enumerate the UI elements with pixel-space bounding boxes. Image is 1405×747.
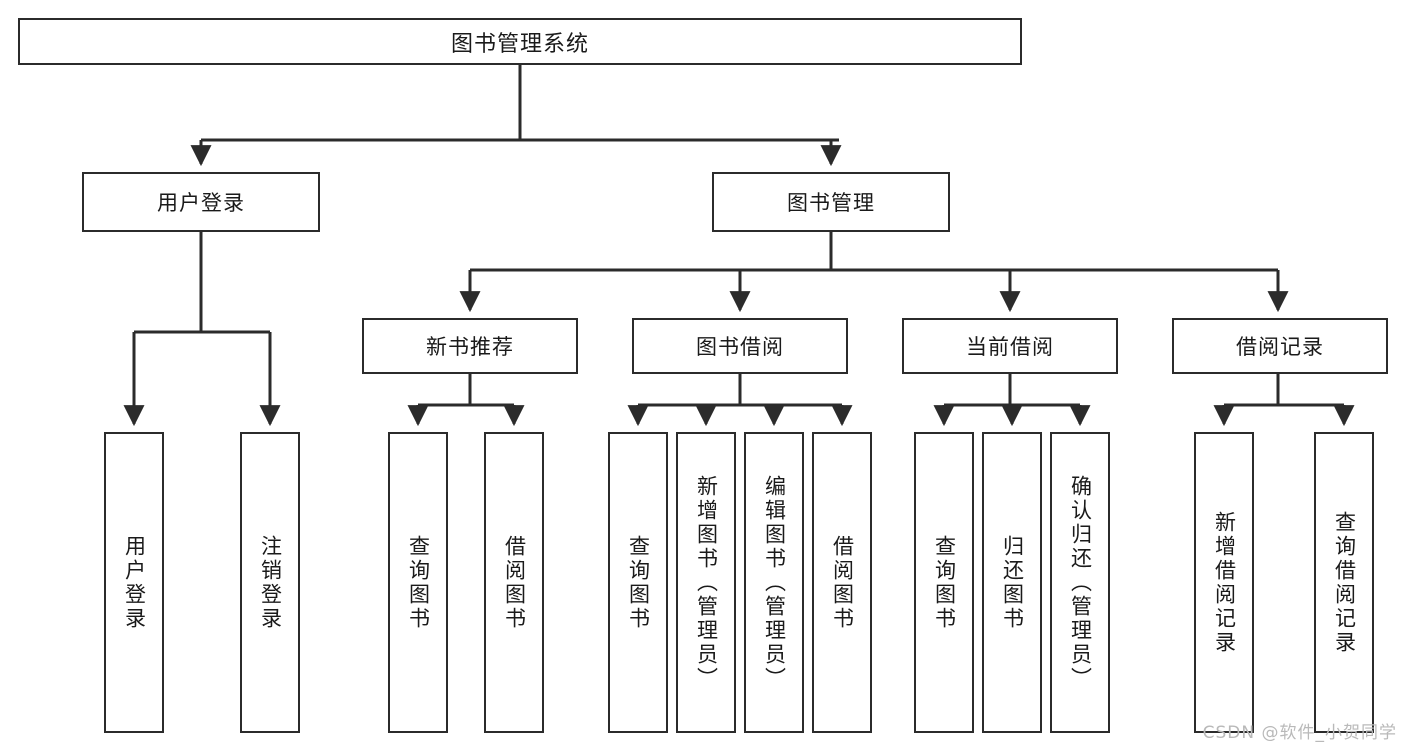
- node-book-management[interactable]: 图书管理: [712, 172, 950, 232]
- node-book-borrow[interactable]: 图书借阅: [632, 318, 848, 374]
- leaf-borrow-book-nb[interactable]: 借阅图书: [484, 432, 544, 733]
- leaf-query-book-bw-label: 查询图书: [626, 534, 651, 631]
- node-root[interactable]: 图书管理系统: [18, 18, 1022, 65]
- node-user-login-label: 用户登录: [157, 191, 245, 215]
- leaf-confirm-return-admin[interactable]: 确认归还（管理员）: [1050, 432, 1110, 733]
- leaf-edit-book-admin-label: 编辑图书（管理员）: [762, 474, 787, 691]
- leaf-logout[interactable]: 注销登录: [240, 432, 300, 733]
- leaf-return-book[interactable]: 归还图书: [982, 432, 1042, 733]
- node-new-book-recommend-label: 新书推荐: [426, 335, 514, 359]
- leaf-query-book-nb[interactable]: 查询图书: [388, 432, 448, 733]
- leaf-query-borrow-record-label: 查询借阅记录: [1332, 510, 1357, 655]
- leaf-add-borrow-record[interactable]: 新增借阅记录: [1194, 432, 1254, 733]
- leaf-borrow-book-bw-label: 借阅图书: [830, 534, 855, 631]
- node-user-login[interactable]: 用户登录: [82, 172, 320, 232]
- leaf-borrow-book-nb-label: 借阅图书: [502, 534, 527, 631]
- leaf-query-borrow-record[interactable]: 查询借阅记录: [1314, 432, 1374, 733]
- watermark: CSDN @软件_小贺同学: [1202, 723, 1397, 743]
- node-new-book-recommend[interactable]: 新书推荐: [362, 318, 578, 374]
- node-borrow-records[interactable]: 借阅记录: [1172, 318, 1388, 374]
- leaf-query-book-bw[interactable]: 查询图书: [608, 432, 668, 733]
- leaf-logout-label: 注销登录: [258, 534, 283, 631]
- leaf-user-login-label: 用户登录: [122, 534, 147, 631]
- leaf-add-book-admin-label: 新增图书（管理员）: [694, 474, 719, 691]
- leaf-query-book-cb-label: 查询图书: [932, 534, 957, 631]
- leaf-borrow-book-bw[interactable]: 借阅图书: [812, 432, 872, 733]
- leaf-return-book-label: 归还图书: [1000, 534, 1025, 631]
- leaf-confirm-return-admin-label: 确认归还（管理员）: [1068, 474, 1093, 691]
- node-current-borrow[interactable]: 当前借阅: [902, 318, 1118, 374]
- node-book-borrow-label: 图书借阅: [696, 335, 784, 359]
- node-borrow-records-label: 借阅记录: [1236, 335, 1324, 359]
- leaf-add-borrow-record-label: 新增借阅记录: [1212, 510, 1237, 655]
- leaf-query-book-nb-label: 查询图书: [406, 534, 431, 631]
- leaf-edit-book-admin[interactable]: 编辑图书（管理员）: [744, 432, 804, 733]
- leaf-add-book-admin[interactable]: 新增图书（管理员）: [676, 432, 736, 733]
- node-root-label: 图书管理系统: [450, 31, 589, 57]
- leaf-user-login[interactable]: 用户登录: [104, 432, 164, 733]
- node-current-borrow-label: 当前借阅: [966, 335, 1054, 359]
- node-book-management-label: 图书管理: [787, 191, 875, 215]
- leaf-query-book-cb[interactable]: 查询图书: [914, 432, 974, 733]
